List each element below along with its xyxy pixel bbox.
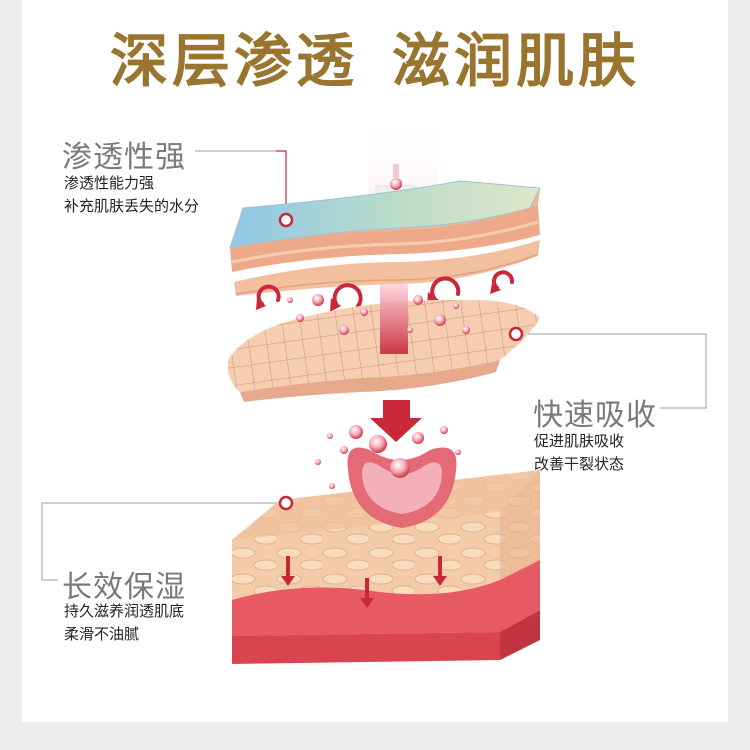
absorbing-cell [347, 447, 457, 528]
feature-text-penetration-1: 渗透性能力强 [64, 174, 155, 192]
feature-text-absorption-2: 改善干裂状态 [534, 455, 625, 473]
bubbles [287, 294, 473, 489]
big-down-arrow [370, 400, 422, 442]
feature-heading-moisture: 长效保湿 [62, 570, 186, 605]
circulation-arrows [256, 270, 514, 308]
title-part-1: 深层渗透 [109, 27, 358, 95]
feature-text-moisture-1: 持久滋养润透肌底 [64, 602, 185, 620]
absorption-arrows [281, 556, 447, 608]
penetration-channel [380, 284, 408, 354]
feature-text-moisture-2: 柔滑不油腻 [64, 625, 140, 643]
feature-text-penetration-2: 补充肌肤丢失的水分 [64, 197, 200, 215]
page-title: 深层渗透滋润肌肤 [0, 14, 750, 98]
feature-heading-penetration: 渗透性强 [62, 140, 186, 175]
droplet-icon [390, 178, 402, 190]
title-part-2: 滋润肌肤 [392, 27, 641, 95]
callout-markers [278, 212, 524, 511]
feature-text-absorption-1: 促进肌肤吸收 [534, 432, 625, 450]
top-skin-layer [229, 180, 541, 296]
callout-lines [41, 150, 707, 581]
feature-heading-absorption: 快速吸收 [533, 398, 657, 433]
